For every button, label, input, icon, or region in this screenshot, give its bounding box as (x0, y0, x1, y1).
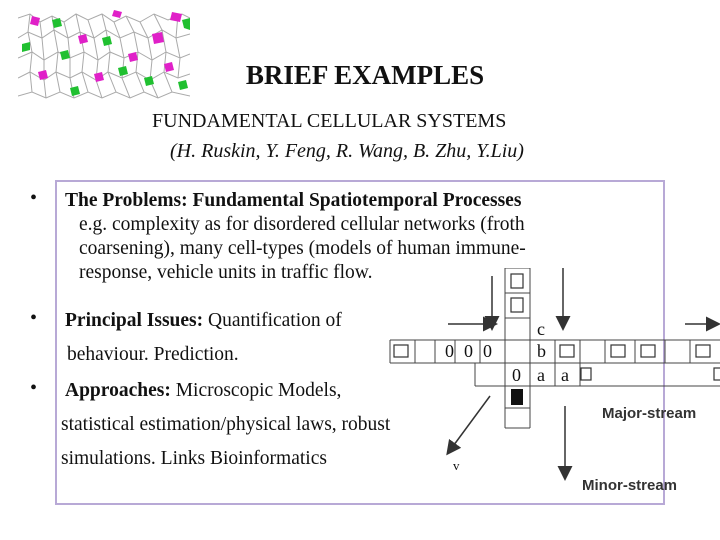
slide-subtitle: FUNDAMENTAL CELLULAR SYSTEMS (152, 110, 507, 132)
bullet-3-line-1: statistical estimation/physical laws, ro… (61, 414, 391, 435)
col-cell: c (537, 319, 545, 339)
bullet-1-line-1: e.g. complexity as for disordered cellul… (79, 214, 525, 235)
cellular-network-image (18, 8, 190, 104)
bullet-dot: • (30, 377, 38, 399)
bullet-1-line-3: response, vehicle units in traffic flow. (79, 262, 373, 283)
row-cell-2: 0 (464, 341, 473, 361)
row2-cell-1: 0 (512, 365, 521, 385)
slide-title: BRIEF EXAMPLES (245, 60, 485, 90)
bullet-1-line-2: coarsening), many cell-types (models of … (79, 238, 526, 259)
bullet-3-line-2: simulations. Links Bioinformatics (61, 448, 327, 469)
bullet-2-line-1: behaviour. Prediction. (67, 344, 239, 365)
row-cell-3: 0 (483, 341, 492, 361)
content-frame (55, 180, 665, 505)
row2-cell-2: a (537, 365, 545, 385)
v-label: v (453, 458, 460, 473)
bullet-3-heading: Approaches: (65, 380, 171, 401)
bullet-2-text: Quantification of (203, 310, 342, 331)
bullet-3-text: Microscopic Models, (170, 380, 342, 401)
bullet-1-heading: The Problems: Fundamental Spatiotemporal… (65, 190, 522, 211)
bullet-2-heading: Principal Issues: (65, 310, 204, 331)
authors-line: (H. Ruskin, Y. Feng, R. Wang, B. Zhu, Y.… (170, 140, 524, 162)
row-cell-1: 0 (445, 341, 454, 361)
bullet-dot: • (30, 187, 38, 209)
row-cell-4: b (537, 341, 546, 361)
traffic-flow-diagram: 0 0 0 b 0 a a c v Major-stream Minor-str… (389, 268, 720, 494)
vehicle-marker (511, 389, 523, 405)
major-stream-label: Major-stream (602, 405, 696, 422)
bullet-dot: • (30, 307, 38, 329)
minor-stream-label: Minor-stream (582, 477, 677, 494)
row2-cell-3: a (561, 365, 569, 385)
